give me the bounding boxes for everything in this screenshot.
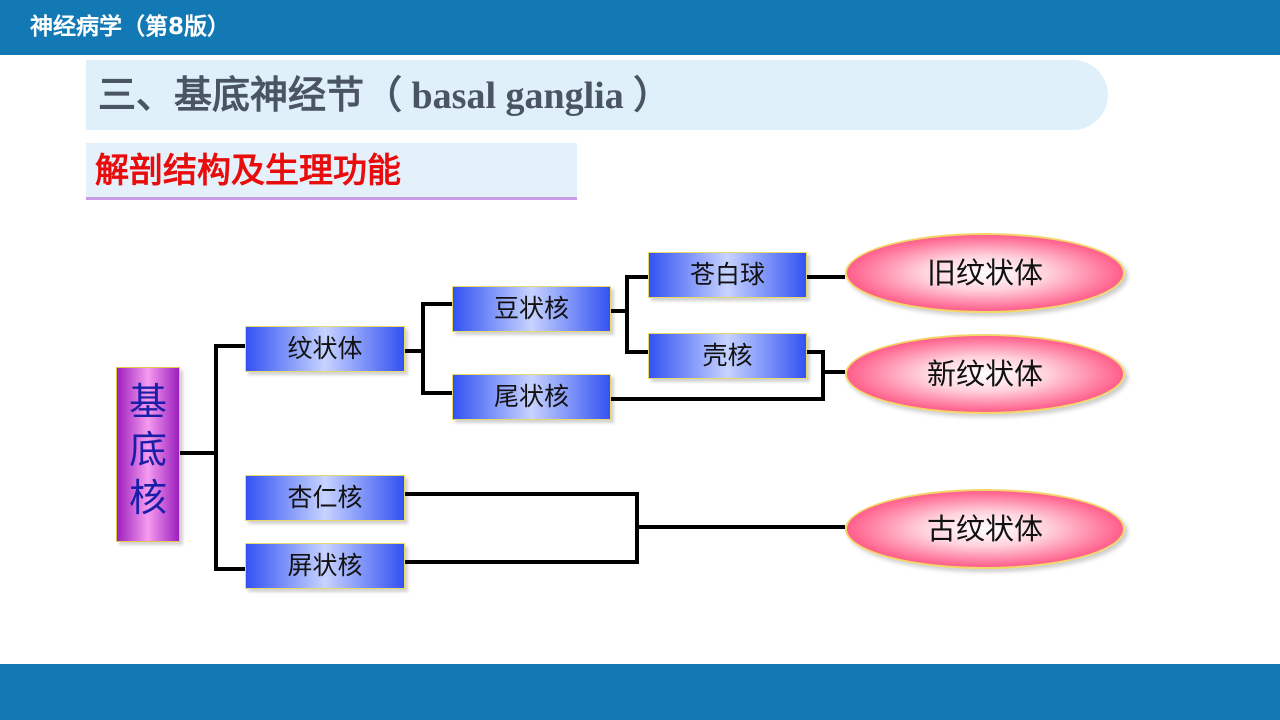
slide-title-latin: basal ganglia — [402, 75, 634, 117]
node-claustrum-label: 屏状核 — [287, 551, 363, 580]
node-lentiform-label: 豆状核 — [493, 294, 569, 323]
group-paleostriatum: 旧纹状体 — [845, 233, 1125, 313]
node-globus-pallidus: 苍白球 — [648, 252, 807, 298]
connector-amygdala-claustrum — [404, 492, 639, 564]
group-archistriatum-label: 古纹状体 — [926, 512, 1043, 546]
node-putamen: 壳核 — [648, 333, 807, 379]
node-amygdala: 杏仁核 — [245, 475, 405, 521]
group-neostriatum: 新纹状体 — [845, 334, 1125, 414]
root-node-label: 基底核 — [128, 380, 167, 520]
header-bar: 神经病学（第8版） — [0, 0, 1280, 55]
slide-title-band: 三、基底神经节（ basal ganglia ） — [86, 60, 1108, 130]
node-lentiform-nucleus: 豆状核 — [452, 286, 611, 332]
node-striatum: 纹状体 — [245, 326, 405, 372]
group-neostriatum-label: 新纹状体 — [926, 357, 1043, 391]
group-archistriatum: 古纹状体 — [845, 489, 1125, 569]
root-node-basal-nuclei: 基底核 — [116, 367, 180, 542]
connector-lentiform-bracket — [625, 275, 648, 354]
slide-title-prefix: 三、基底神经节（ — [98, 73, 403, 117]
node-claustrum: 屏状核 — [245, 543, 405, 589]
slide-title-suffix: ） — [633, 73, 672, 117]
subtitle-band: 解剖结构及生理功能 — [86, 143, 577, 200]
footer-bar — [0, 664, 1280, 720]
connector-putamen-caudate — [610, 350, 825, 401]
node-caudate-label: 尾状核 — [493, 382, 569, 411]
node-striatum-label: 纹状体 — [287, 334, 363, 363]
slide-title: 三、基底神经节（ basal ganglia ） — [98, 72, 671, 119]
group-paleostriatum-label: 旧纹状体 — [926, 256, 1043, 290]
course-title: 神经病学（第8版） — [30, 14, 231, 40]
node-putamen-label: 壳核 — [702, 341, 753, 370]
node-amygdala-label: 杏仁核 — [287, 483, 363, 512]
node-caudate-nucleus: 尾状核 — [452, 374, 611, 420]
connector-root-bracket — [214, 344, 245, 571]
connector-striatum-bracket — [421, 302, 452, 395]
section-subtitle: 解剖结构及生理功能 — [95, 151, 401, 191]
node-globus-pallidus-label: 苍白球 — [689, 260, 765, 289]
